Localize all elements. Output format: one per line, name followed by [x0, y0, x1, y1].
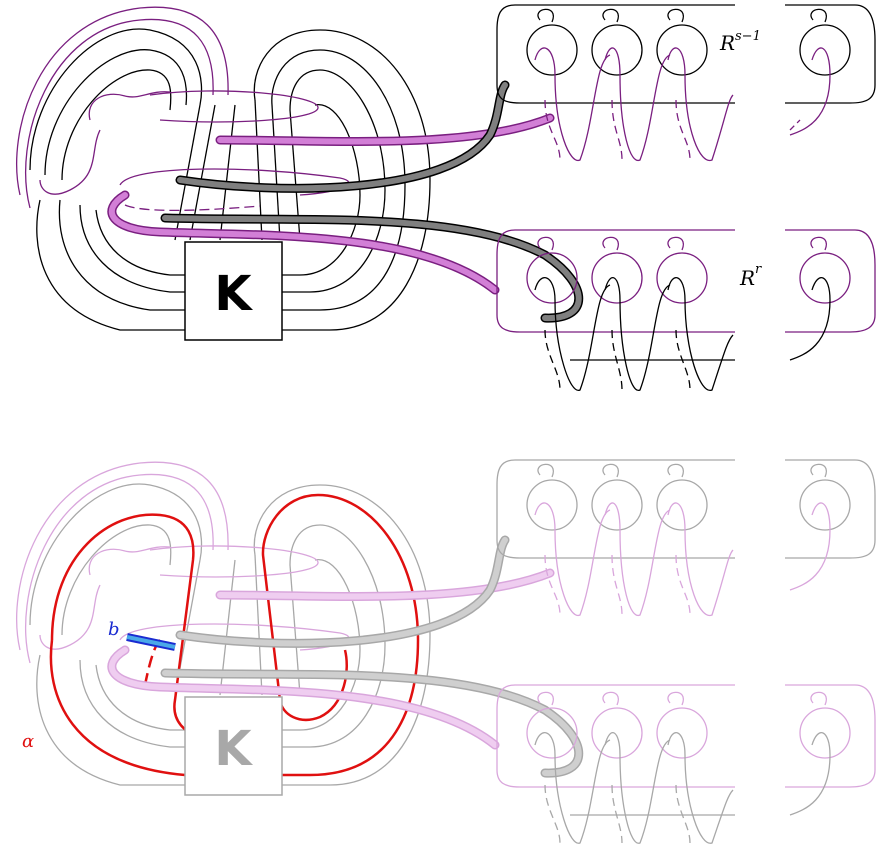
label-r-upper-exponent: s−1	[735, 29, 761, 44]
box-k: K	[184, 241, 283, 341]
label-alpha: α	[22, 731, 34, 752]
panel-bottom: K b α	[16, 459, 876, 844]
label-b: b	[108, 619, 120, 640]
faded-ribbon-upper	[496, 459, 876, 617]
label-r-lower: R	[739, 266, 755, 290]
faded-knot-strands	[29, 483, 431, 786]
grey-band	[160, 80, 584, 323]
label-r-lower-exponent: r	[755, 262, 762, 277]
label-r-upper: R	[719, 31, 735, 55]
faded-box-k-glyph: K	[214, 721, 253, 777]
panel-top: K	[16, 4, 876, 391]
ribbon-upper: R s−1	[496, 4, 876, 162]
faded-grey-band	[160, 535, 584, 778]
arc-b	[126, 633, 176, 651]
faded-pink-band	[107, 568, 555, 750]
faded-purple-strands	[16, 461, 350, 664]
box-k-glyph: K	[214, 266, 253, 322]
ribbon-lower: R r	[496, 229, 876, 391]
faded-ribbon-lower	[496, 684, 876, 844]
pink-band	[107, 113, 555, 295]
faded-box-k: K	[184, 696, 283, 796]
